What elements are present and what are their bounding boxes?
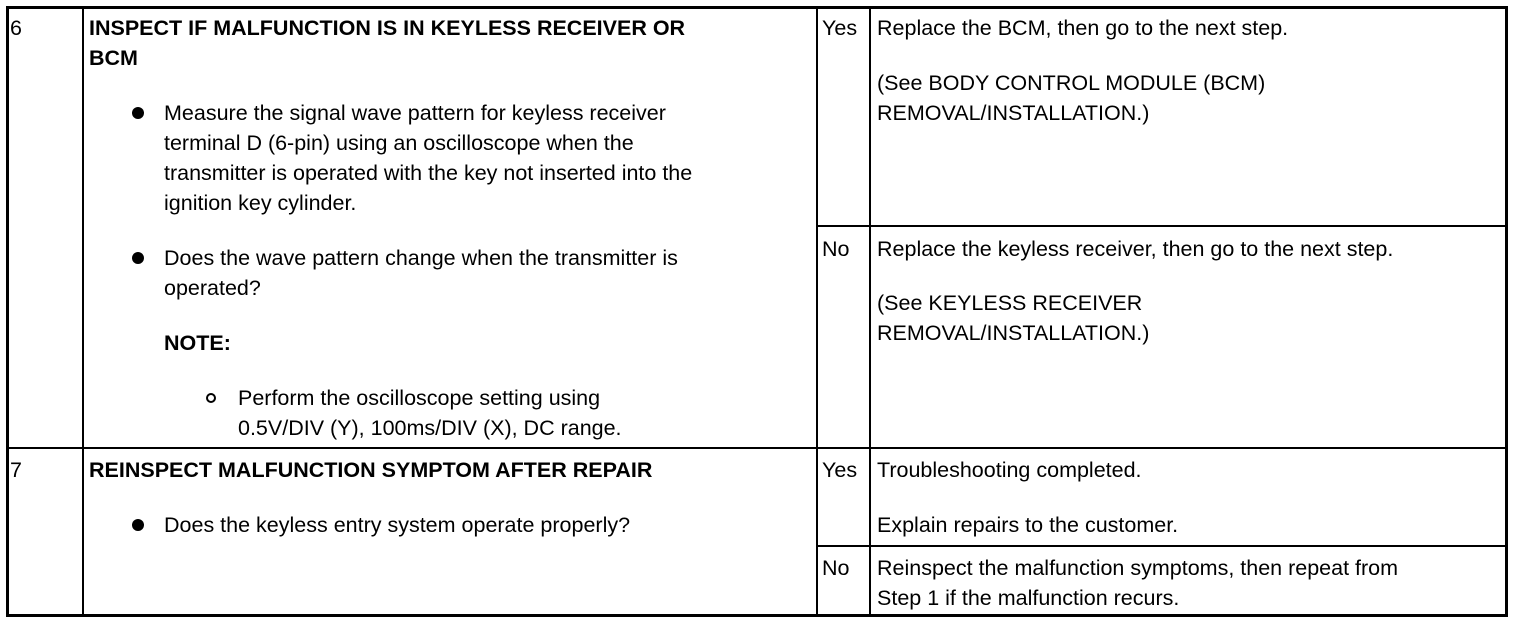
reference-line: REMOVAL/INSTALLATION.): [877, 101, 1150, 125]
reference-text: (See BODY CONTROL MODULE (BCM) REMOVAL/I…: [877, 68, 1265, 128]
step-title-line: INSPECT IF MALFUNCTION IS IN KEYLESS REC…: [89, 16, 686, 40]
action-line: Step 1 if the malfunction recurs.: [877, 586, 1180, 610]
bullet-line: ignition key cylinder.: [164, 191, 357, 215]
step-title: REINSPECT MALFUNCTION SYMPTOM AFTER REPA…: [89, 458, 653, 482]
note-sub-bullet: Perform the oscilloscope setting using 0…: [238, 383, 622, 443]
column-divider-step: [82, 8, 84, 616]
step-title: INSPECT IF MALFUNCTION IS IN KEYLESS REC…: [89, 13, 685, 73]
bullet-icon: [132, 107, 144, 119]
bullet-icon: [132, 252, 144, 264]
action-text: Replace the BCM, then go to the next ste…: [877, 16, 1289, 40]
inspection-bullet: Does the keyless entry system operate pr…: [164, 513, 631, 537]
action-text: Replace the keyless receiver, then go to…: [877, 237, 1394, 261]
column-divider-answer: [869, 8, 871, 616]
answer-yes: Yes: [822, 16, 858, 40]
bullet-icon: [132, 519, 144, 531]
action-extra-text: Explain repairs to the customer.: [877, 513, 1179, 537]
row-divider-step6-yes-no: [817, 225, 1506, 227]
bullet-line: Does the wave pattern change when the tr…: [164, 246, 678, 270]
step-title-line: BCM: [89, 46, 138, 70]
bullet-line: Measure the signal wave pattern for keyl…: [164, 101, 666, 125]
bullet-line: operated?: [164, 276, 261, 300]
row-divider-step7-yes-no: [817, 545, 1506, 547]
answer-no: No: [822, 237, 850, 261]
troubleshooting-table: [6, 6, 1508, 617]
bullet-line: terminal D (6-pin) using an oscilloscope…: [164, 131, 634, 155]
action-line: Reinspect the malfunction symptoms, then…: [877, 556, 1399, 580]
step-number: 6: [10, 16, 22, 40]
column-divider-inspection: [816, 8, 818, 616]
answer-no: No: [822, 556, 850, 580]
sub-bullet-line: Perform the oscilloscope setting using: [238, 386, 601, 410]
reference-line: REMOVAL/INSTALLATION.): [877, 321, 1150, 345]
action-text: Troubleshooting completed.: [877, 458, 1142, 482]
step-number: 7: [10, 458, 22, 482]
action-text: Reinspect the malfunction symptoms, then…: [877, 553, 1398, 613]
sub-bullet-line: 0.5V/DIV (Y), 100ms/DIV (X), DC range.: [238, 416, 622, 440]
inspection-bullet: Measure the signal wave pattern for keyl…: [164, 98, 692, 218]
note-label: NOTE:: [164, 331, 231, 355]
reference-line: (See KEYLESS RECEIVER: [877, 291, 1143, 315]
reference-text: (See KEYLESS RECEIVER REMOVAL/INSTALLATI…: [877, 288, 1149, 348]
answer-yes: Yes: [822, 458, 858, 482]
sub-bullet-icon: [206, 393, 216, 403]
inspection-bullet: Does the wave pattern change when the tr…: [164, 243, 678, 303]
row-divider-step6-step7: [8, 447, 1506, 449]
bullet-line: transmitter is operated with the key not…: [164, 161, 693, 185]
reference-line: (See BODY CONTROL MODULE (BCM): [877, 71, 1266, 95]
